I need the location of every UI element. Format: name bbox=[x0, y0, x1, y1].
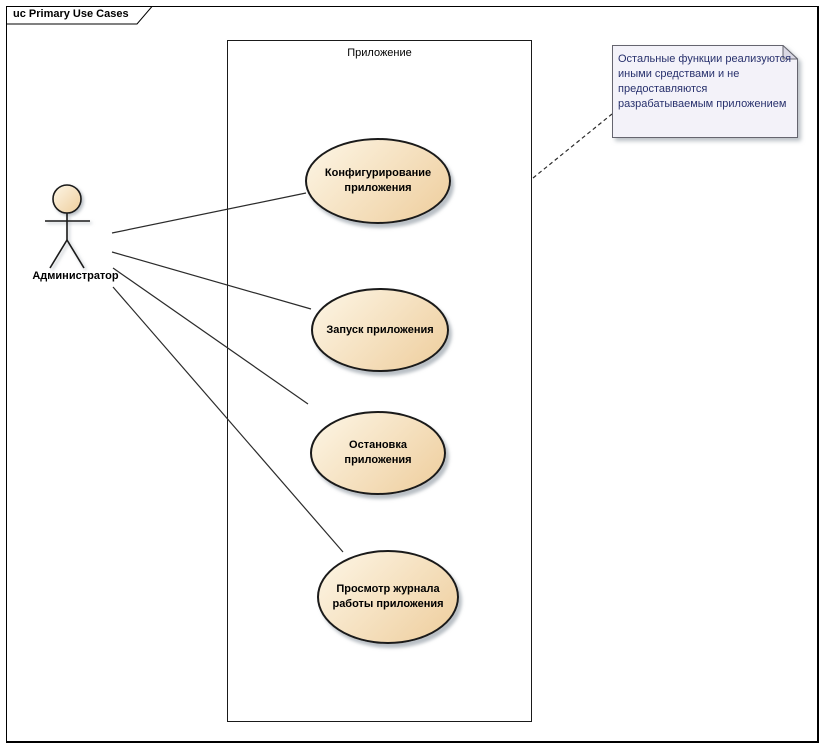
actor-administrator[interactable]: Администратор bbox=[28, 182, 123, 287]
note-link-line[interactable] bbox=[532, 113, 613, 179]
usecase-label-view-log: Просмотр журнала работы приложения bbox=[332, 583, 444, 610]
note-sticky[interactable]: Остальные функции реализуются иными сред… bbox=[612, 45, 798, 138]
usecase-label-configure-app: Конфигурирование приложения bbox=[324, 167, 432, 194]
note-fold-corner bbox=[782, 45, 798, 60]
usecase-view-log[interactable]: Просмотр журнала работы приложения bbox=[317, 550, 459, 644]
usecase-configure-app[interactable]: Конфигурирование приложения bbox=[305, 138, 451, 224]
actor-icon bbox=[45, 184, 90, 269]
association-admin-view-log[interactable] bbox=[112, 286, 344, 553]
note-text: Остальные функции реализуются иными сред… bbox=[618, 53, 792, 110]
usecase-label-start-app: Запуск приложения bbox=[326, 323, 434, 336]
usecase-label-stop-app: Остановка приложения bbox=[344, 439, 412, 466]
actor-label: Администратор bbox=[32, 270, 119, 282]
system-boundary-label: Приложение bbox=[347, 47, 412, 59]
note-shape bbox=[612, 45, 798, 138]
frame-tab: uc Primary Use Cases bbox=[6, 6, 160, 25]
association-admin-start[interactable] bbox=[111, 251, 312, 310]
diagram-title: uc Primary Use Cases bbox=[13, 8, 129, 20]
association-admin-configure[interactable] bbox=[111, 192, 307, 234]
usecase-stop-app[interactable]: Остановка приложения bbox=[310, 411, 446, 495]
frame-tab-shape bbox=[6, 6, 154, 25]
association-admin-stop[interactable] bbox=[112, 267, 309, 405]
usecase-start-app[interactable]: Запуск приложения bbox=[311, 288, 449, 372]
